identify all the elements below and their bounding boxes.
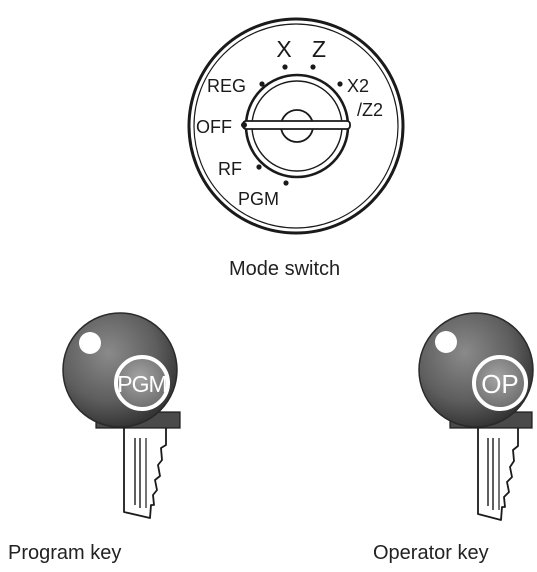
operator-key-caption: Operator key bbox=[373, 542, 489, 564]
dot-reg bbox=[259, 81, 265, 87]
dot-pgm bbox=[283, 180, 289, 186]
label-z2: /Z2 bbox=[357, 100, 383, 120]
mode-switch-caption: Mode switch bbox=[229, 258, 341, 280]
pointer-tip-dot bbox=[241, 122, 247, 128]
label-rf: RF bbox=[218, 159, 242, 179]
mode-switch-inner-ring bbox=[193, 23, 399, 229]
dot-rf bbox=[256, 164, 262, 170]
operator-key-blade bbox=[477, 424, 519, 521]
program-key-badge-label: PGM bbox=[117, 371, 166, 397]
program-key-badge bbox=[114, 355, 170, 411]
label-pgm: PGM bbox=[238, 189, 279, 209]
label-off: OFF bbox=[196, 117, 232, 137]
label-z: Z bbox=[312, 36, 326, 62]
operator-key-badge-label: OP bbox=[481, 369, 519, 399]
mode-pointer bbox=[241, 120, 351, 130]
program-key: PGM bbox=[62, 312, 181, 519]
operator-key-hole bbox=[435, 331, 457, 353]
dot-x2 bbox=[337, 81, 343, 87]
program-key-blade bbox=[123, 424, 167, 519]
label-x2: X2 bbox=[347, 76, 369, 96]
dot-x bbox=[282, 64, 288, 70]
label-x: X bbox=[276, 36, 291, 62]
label-reg: REG bbox=[207, 76, 246, 96]
program-key-hole bbox=[79, 332, 101, 354]
dot-z bbox=[310, 64, 316, 70]
program-key-caption: Program key bbox=[8, 542, 122, 564]
operator-key: OP bbox=[418, 312, 534, 521]
operator-key-badge bbox=[472, 355, 528, 411]
mode-switch: X Z REG X2 /Z2 OFF RF PGM bbox=[187, 17, 405, 235]
